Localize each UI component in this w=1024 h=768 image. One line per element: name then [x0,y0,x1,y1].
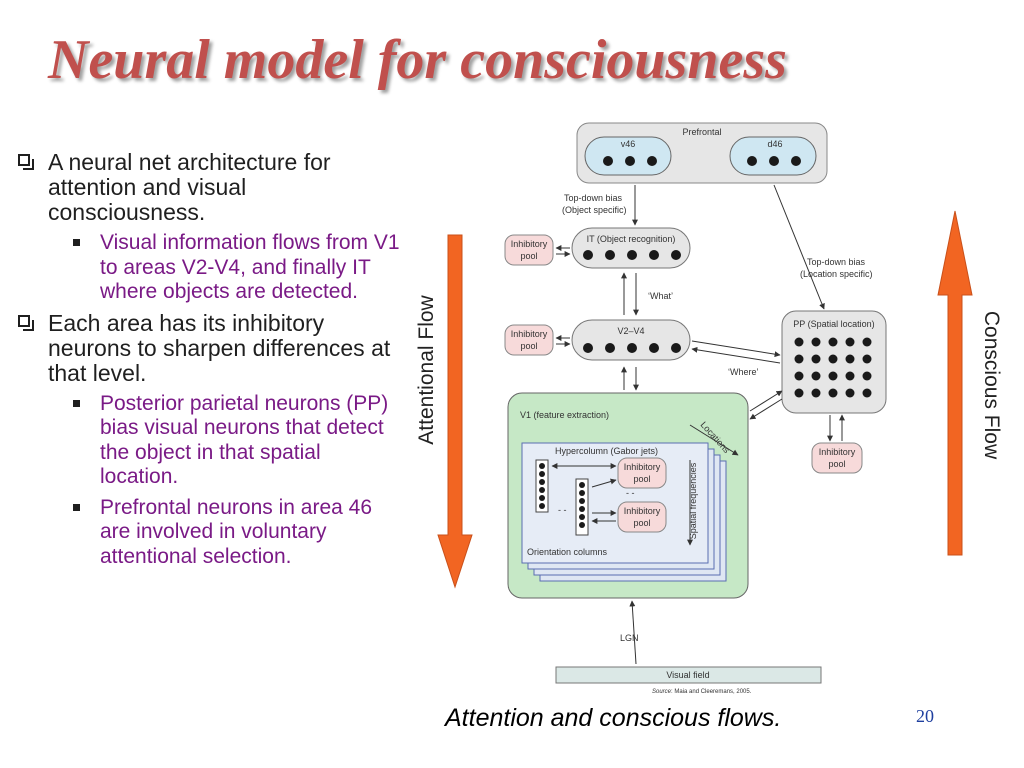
v2v4-label: V2–V4 [617,326,644,336]
connection-arrows [551,184,845,665]
page-number: 20 [916,706,934,726]
orientation-column-left [535,459,549,513]
d46-neurons [747,156,801,166]
sub-bullet-item: Posterior parietal neurons (PP) bias vis… [10,392,402,490]
slide-caption: Attention and conscious flows. [445,704,782,732]
bullet-item: Each area has its inhibitory neurons to … [10,309,402,386]
source-text: : Maia and Cleeremans, 2005. [671,689,752,695]
attentional-flow-arrow [437,234,473,589]
what-label: ‘What’ [648,291,673,301]
bullet-list: A neural net architecture for attention … [10,150,402,575]
source-citation: Source: Maia and Cleeremans, 2005. [652,689,752,695]
column-ellipsis-left: - - [558,505,567,515]
it-neurons [583,250,681,260]
v1-inhibitory-bottom-label: Inhibitory [624,506,661,516]
lgn-label: LGN [620,633,639,643]
conscious-flow-label: Conscious Flow [980,311,1003,460]
top-down-location-sublabel: (Location specific) [800,269,873,279]
v1-inhibitory-pool-top [617,457,667,489]
v2v4-area [571,319,691,361]
checkbox-bullet-icon [18,314,34,331]
it-inhibitory-label: Inhibitory [511,239,548,249]
square-bullet-icon [73,239,80,246]
bullet-text: Each area has its inhibitory neurons to … [48,309,391,386]
pp-neurons [794,337,872,398]
sub-bullet-text: Visual information flows from V1 to area… [100,231,400,303]
source-label: Source [652,689,672,695]
sub-bullet-text: Prefrontal neurons in area 46 are involv… [100,495,373,568]
v46-neurons [603,156,657,166]
it-inhibitory-pool [504,234,554,266]
pp-inhibitory-label: Inhibitory [819,447,856,457]
v1-inhibitory-pool-bottom [617,501,667,533]
sub-bullet-item: Prefrontal neurons in area 46 are involv… [10,496,402,570]
top-down-object-sublabel: (Object specific) [562,205,627,215]
v2v4-inhibitory-label: Inhibitory [511,329,548,339]
visual-field-box [555,666,822,684]
bullet-text: A neural net architecture for attention … [48,149,331,225]
pp-inhibitory-pool [811,442,863,474]
sub-bullet-item: Visual information flows from V1 to area… [10,231,402,305]
v2v4-neurons [583,343,681,353]
v2v4-inhibitory-sublabel: pool [520,341,537,351]
top-down-location-label: Top-down bias [807,257,866,267]
visual-field-label: Visual field [666,670,709,680]
v2v4-inhibitory-pool [504,324,554,356]
it-inhibitory-sublabel: pool [520,251,537,261]
v1-inhibitory-top-sublabel: pool [633,474,650,484]
v1-inhibitory-top-label: Inhibitory [624,462,661,472]
checkbox-bullet-icon [18,154,34,170]
hypercolumn-label: Hypercolumn (Gabor jets) [555,446,658,456]
bullet-item: A neural net architecture for attention … [10,150,402,225]
conscious-flow-arrow [937,210,973,556]
v1-inhibitory-bottom-sublabel: pool [633,518,650,528]
square-bullet-icon [73,503,80,511]
it-label: IT (Object recognition) [587,234,676,244]
where-label: ‘Where’ [728,367,759,377]
top-down-object-label: Top-down bias [564,193,623,203]
spatial-frequencies-label: Spatial frequencies [688,462,698,539]
slide-title: Neural model for consciousness [48,29,787,91]
d46-label: d46 [767,139,782,149]
v46-label: v46 [621,139,636,149]
sub-bullet-text: Posterior parietal neurons (PP) bias vis… [100,391,389,489]
attentional-flow-label: Attentional Flow [415,294,438,444]
orientation-columns-label: Orientation columns [527,547,608,557]
v1-label: V1 (feature extraction) [520,410,609,420]
prefrontal-label: Prefrontal [682,127,721,137]
neural-architecture-diagram: Attentional Flow Conscious Flow Prefront… [415,122,1003,695]
square-bullet-icon [73,399,80,407]
column-ellipsis-right: - - [626,488,635,498]
it-area [571,227,691,269]
pp-inhibitory-sublabel: pool [828,459,845,469]
pp-label: PP (Spatial location) [793,319,874,329]
